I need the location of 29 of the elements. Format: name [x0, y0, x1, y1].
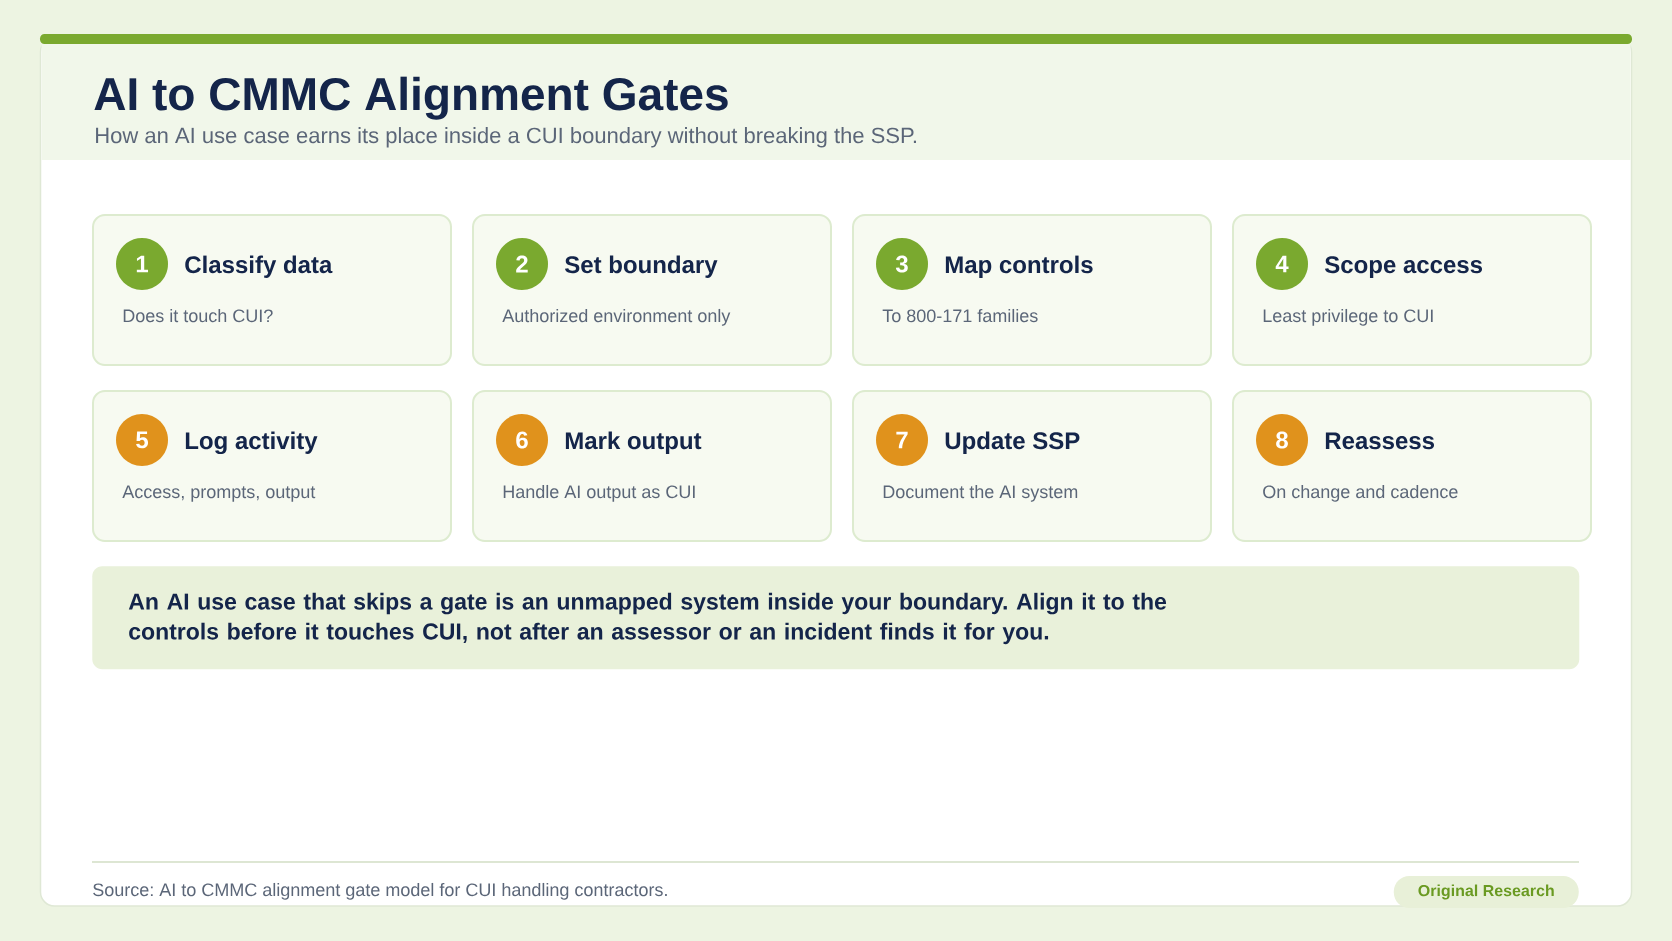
card-description: Handle AI output as CUI: [503, 484, 695, 502]
card-description: On change and cadence: [1263, 484, 1458, 502]
card-description: Does it touch CUI?: [123, 308, 273, 323]
card-title: Classify data: [185, 255, 333, 278]
card: [92, 390, 452, 542]
card-description: Document the AI system: [883, 484, 1078, 502]
source-note: Source: AI to CMMC alignment gate model for CUI handling contractors.: [93, 882, 667, 900]
card-description: Access, prompts, output: [122, 485, 316, 502]
card: [472, 214, 832, 366]
card-title: Reassess: [1325, 432, 1434, 450]
card: [92, 214, 452, 366]
title: AI to CMMC Alignment Gates: [94, 76, 728, 120]
card-description: To 800-171 families: [882, 308, 1038, 323]
subtitle: How an AI use case earns its place inside a CUI boundary without breaking the SSP.: [96, 127, 916, 148]
card: [472, 390, 832, 542]
card-title: Map controls: [945, 255, 1093, 278]
card-title: Set boundary: [564, 255, 718, 278]
callout-box: An AI use case that skips a gate is an unmapped system inside your boundary. Align it to the controls before it touches CUI, not after an assessor or an incident finds it for you.: [92, 566, 1580, 670]
card: [852, 390, 1212, 542]
card: [852, 214, 1212, 366]
card-title: Scope access: [1324, 256, 1482, 278]
card-title: Log activity: [185, 431, 318, 455]
card: [1232, 390, 1592, 542]
card-description: Least privilege to CUI: [1263, 308, 1433, 326]
card-description: Authorized environment only: [502, 308, 731, 326]
card-title: Mark output: [565, 431, 702, 454]
card: [1232, 214, 1592, 366]
badge: Original Research: [1393, 876, 1579, 908]
card-title: Update SSP: [945, 431, 1080, 454]
